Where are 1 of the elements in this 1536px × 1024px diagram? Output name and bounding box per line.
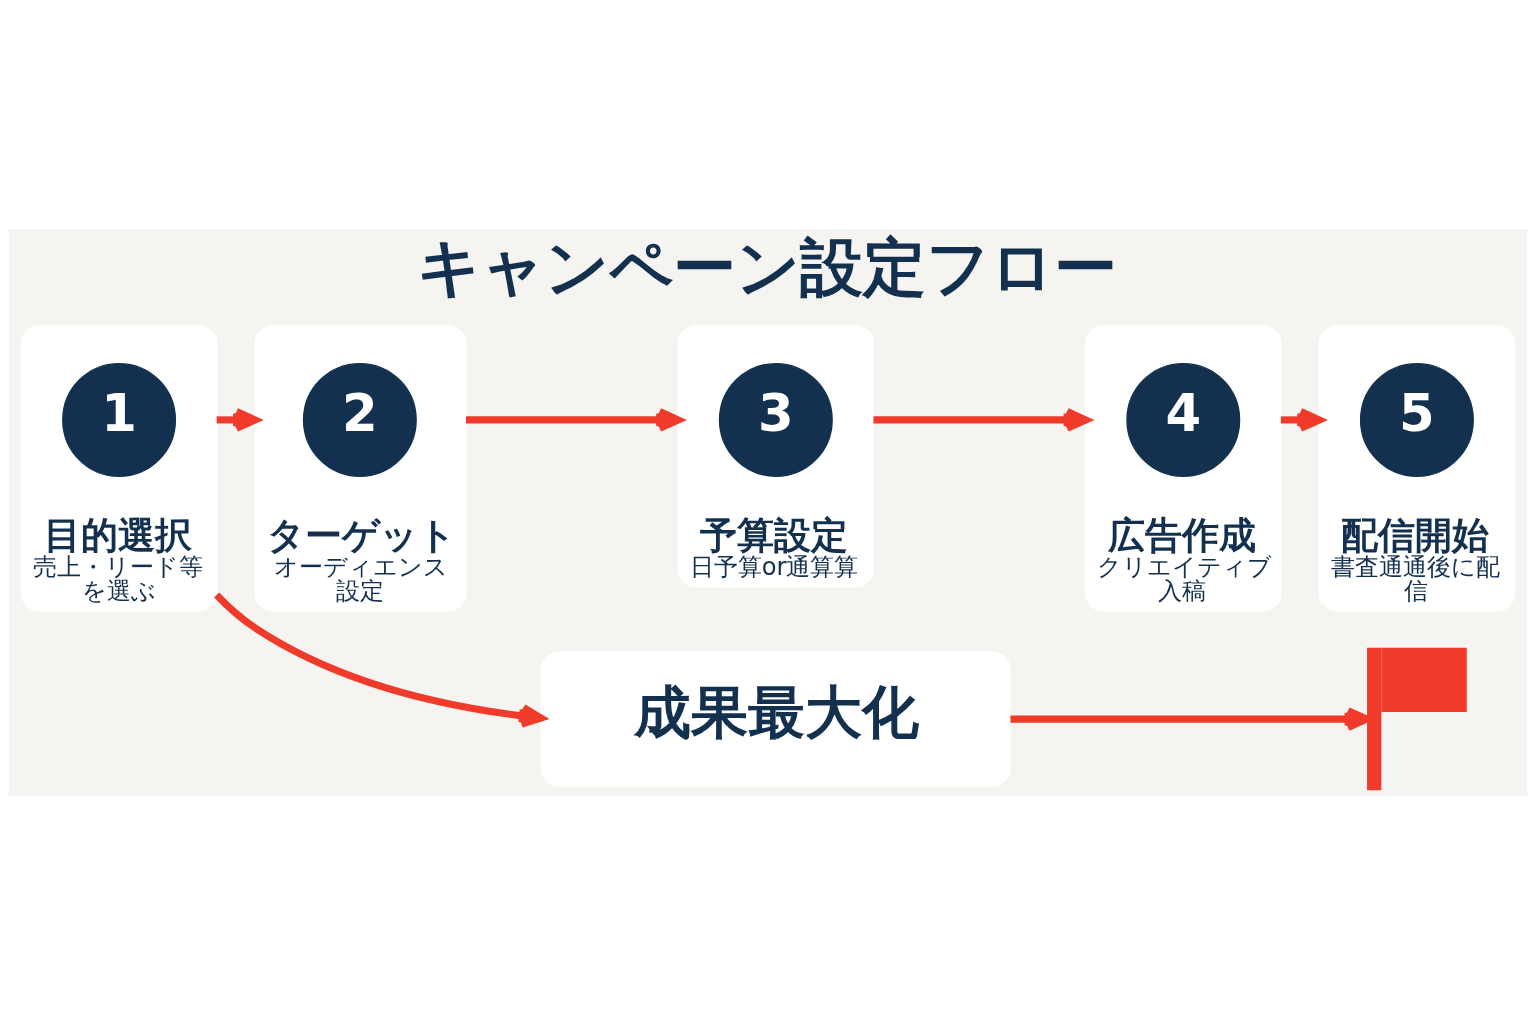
diagram-title: キャンペーン設定フロー xyxy=(416,230,1117,304)
